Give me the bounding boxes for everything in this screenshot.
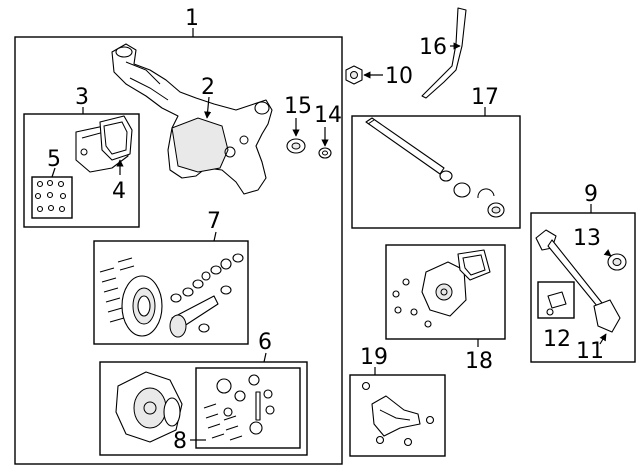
leader-5 [51, 167, 56, 178]
callout-10[interactable]: 10 [385, 64, 413, 89]
axle-assembly-group: 1 2 3 4 [14, 6, 343, 465]
differential-case-part[interactable] [115, 371, 183, 443]
callout-1[interactable]: 1 [185, 6, 199, 31]
callout-14[interactable]: 14 [314, 103, 342, 128]
callout-17[interactable]: 17 [471, 85, 499, 110]
ring-gear-bolts-part[interactable] [99, 257, 135, 323]
pinion-gear-part[interactable] [169, 295, 219, 338]
axle-assembly-box [14, 36, 343, 465]
pinion-bearings-part[interactable] [170, 253, 244, 333]
shaft-seal-part[interactable] [607, 253, 627, 271]
spider-gears-part[interactable] [216, 374, 275, 435]
ring-gear-part[interactable] [121, 275, 163, 337]
cover-kit-box [23, 113, 140, 228]
actuator-gasket-part[interactable] [457, 249, 491, 281]
differential-case-box [99, 361, 308, 456]
cover-gasket-part[interactable] [99, 115, 133, 161]
callout-15[interactable]: 15 [284, 94, 312, 119]
ring-pinion-box [93, 240, 249, 345]
leader-6 [263, 352, 267, 363]
axle-housing-part[interactable] [111, 43, 273, 195]
callout-12[interactable]: 12 [543, 327, 571, 352]
axle-shaft-box [351, 115, 521, 229]
half-shaft-part[interactable] [535, 229, 621, 333]
callout-2[interactable]: 2 [201, 75, 215, 100]
callout-19[interactable]: 19 [360, 345, 388, 370]
cover-bolts-part[interactable] [34, 179, 67, 213]
callout-8[interactable]: 8 [173, 429, 187, 454]
actuator-bolts-part[interactable] [392, 278, 432, 328]
leader-2 [204, 96, 212, 119]
axle-shaft-part[interactable] [365, 117, 453, 182]
bracket-box [349, 374, 446, 457]
leader-11 [599, 333, 607, 345]
half-shaft-box [530, 212, 636, 363]
callout-11[interactable]: 11 [576, 339, 604, 364]
callout-6[interactable]: 6 [258, 330, 272, 355]
spider-gear-box [195, 367, 301, 449]
callout-7[interactable]: 7 [207, 209, 221, 234]
washer-part[interactable] [318, 147, 332, 159]
case-bolts-part[interactable] [203, 403, 243, 441]
actuator-housing-part[interactable] [421, 261, 467, 317]
u-joint-part[interactable] [546, 291, 567, 316]
bracket-bolts-part[interactable] [361, 381, 435, 447]
bracket-part[interactable] [371, 395, 421, 437]
axle-seal-part[interactable] [286, 138, 306, 154]
shaft-seals-part[interactable] [453, 182, 505, 218]
callout-18[interactable]: 18 [465, 349, 493, 374]
actuator-box [385, 244, 506, 340]
callout-16[interactable]: 16 [419, 35, 447, 60]
callout-13[interactable]: 13 [573, 226, 601, 251]
leader-7 [213, 231, 217, 242]
callout-3[interactable]: 3 [75, 85, 89, 110]
u-joint-box [537, 281, 575, 319]
callout-5[interactable]: 5 [47, 147, 61, 172]
pinion-nut-part[interactable] [345, 65, 363, 85]
callout-4[interactable]: 4 [112, 179, 126, 204]
callout-9[interactable]: 9 [584, 182, 598, 207]
vent-tube-part[interactable] [421, 7, 467, 99]
leader-13 [603, 249, 612, 257]
